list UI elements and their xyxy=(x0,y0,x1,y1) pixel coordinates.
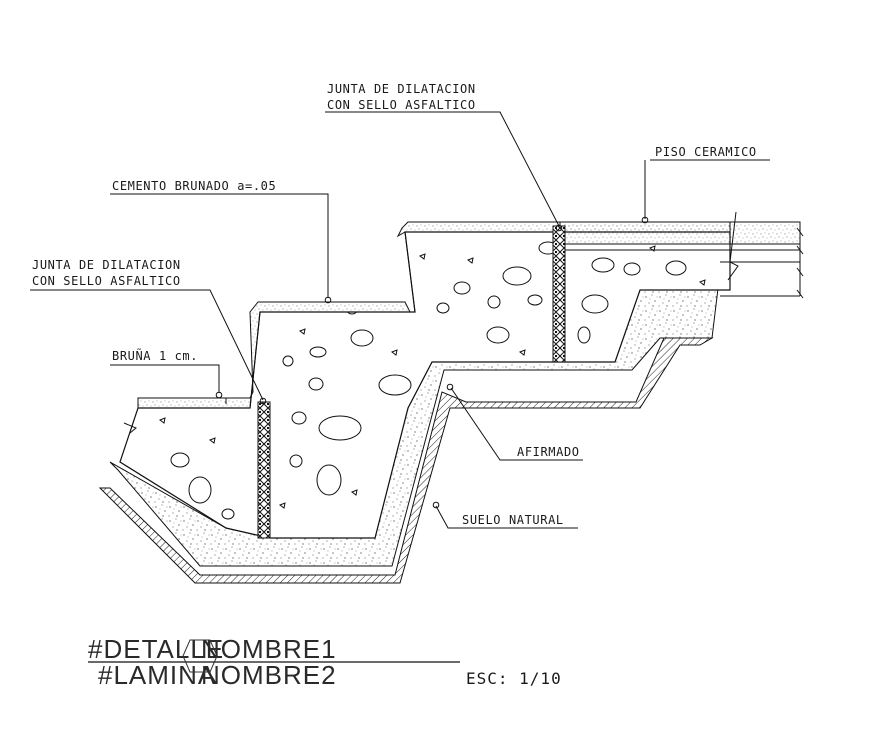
title-block: #DETALLE NOMBRE1 #LAMINA NOMBRE2 ESC: 1/… xyxy=(88,634,562,690)
aggregate-stones xyxy=(158,241,706,520)
label-afirmado: AFIRMADO xyxy=(517,445,580,459)
label-joint-left-line2: CON SELLO ASFALTICO xyxy=(32,274,181,288)
label-joint-top-line2: CON SELLO ASFALTICO xyxy=(327,98,476,112)
label-piso-ceramico: PISO CERAMICO xyxy=(655,145,757,159)
lamina-name: NOMBRE2 xyxy=(201,660,337,690)
expansion-joint-left xyxy=(257,401,271,539)
label-joint-left-line1: JUNTA DE DILATACION xyxy=(32,258,181,272)
scale-label: ESC: 1/10 xyxy=(466,669,562,688)
label-bruna: BRUÑA 1 cm. xyxy=(112,348,198,363)
ceramic-floor xyxy=(559,221,801,245)
leader-lines xyxy=(30,111,770,529)
lamina-tag: #LAMINA xyxy=(98,660,216,690)
label-joint-top-line1: JUNTA DE DILATACION xyxy=(327,82,476,96)
cement-topping xyxy=(137,221,731,409)
detalle-name: NOMBRE1 xyxy=(201,634,337,664)
detalle-tag: #DETALLE xyxy=(88,634,224,664)
title-block-hexagon xyxy=(182,639,218,673)
section-geometry xyxy=(98,211,804,584)
expansion-joint-right xyxy=(552,225,566,363)
break-line-right xyxy=(727,211,739,281)
label-cemento-brunado: CEMENTO BRUNADO a=.05 xyxy=(112,179,276,193)
callout-labels: JUNTA DE DILATACION CON SELLO ASFALTICO … xyxy=(32,82,757,527)
label-suelo-natural: SUELO NATURAL xyxy=(462,513,564,527)
break-line-left xyxy=(123,422,137,434)
